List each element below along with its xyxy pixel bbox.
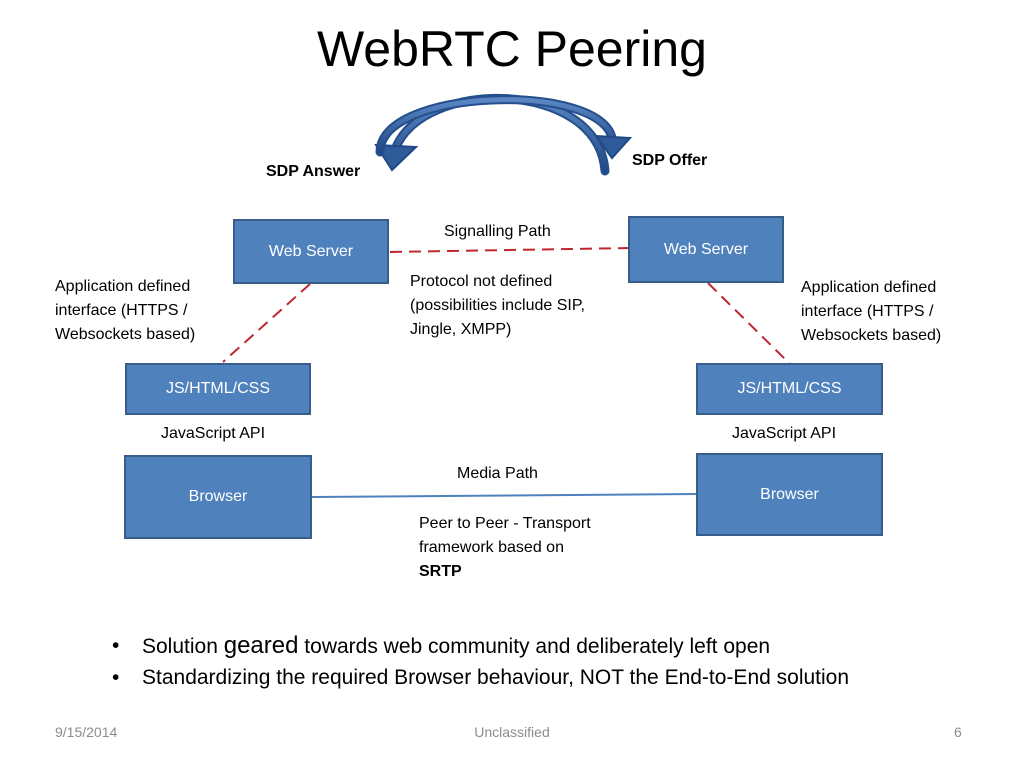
web-server-right-label: Web Server	[663, 240, 749, 258]
app-interface-right-line: interface (HTTPS /	[801, 303, 934, 320]
bullet-text: Standardizing the required Browser behav…	[142, 666, 850, 689]
jshtmlcss-right-label: JS/HTML/CSS	[737, 380, 842, 397]
slide-title: WebRTC Peering	[317, 21, 707, 77]
web-server-left-box: Web Server	[233, 219, 389, 284]
browser-right-box: Browser	[696, 453, 883, 536]
jshtmlcss-left-label: JS/HTML/CSS	[165, 380, 270, 397]
protocol-note-line: Jingle, XMPP)	[410, 321, 512, 338]
browser-left-box: Browser	[124, 455, 312, 539]
app-interface-left-line: Websockets based)	[55, 326, 196, 343]
jshtmlcss-right-box: JS/HTML/CSS	[696, 363, 883, 415]
bullet-item: Standardizing the required Browser behav…	[112, 662, 849, 693]
javascript-api-left-label: JavaScript API	[161, 425, 266, 442]
left-interface-line	[222, 283, 311, 363]
jshtmlcss-left-box: JS/HTML/CSS	[125, 363, 311, 415]
browser-right-label: Browser	[760, 485, 819, 503]
signalling-path-line	[389, 247, 632, 253]
signalling-path-label: Signalling Path	[444, 223, 551, 240]
protocol-note: Protocol not defined (possibilities incl…	[410, 270, 585, 342]
web-server-left-label: Web Server	[268, 242, 354, 260]
app-interface-right-note: Application defined interface (HTTPS / W…	[801, 276, 941, 348]
protocol-note-line: Protocol not defined	[410, 273, 553, 290]
bullet-emphasis: geared	[223, 632, 299, 659]
right-interface-line	[707, 282, 791, 365]
javascript-api-right-label: JavaScript API	[732, 425, 837, 442]
footer-page-number: 6	[954, 724, 962, 740]
app-interface-right-line: Websockets based)	[801, 327, 942, 344]
protocol-note-line: (possibilities include SIP,	[410, 297, 585, 314]
bullet-text: Solution	[142, 635, 224, 658]
p2p-note: Peer to Peer - Transport framework based…	[419, 512, 591, 584]
app-interface-left-note: Application defined interface (HTTPS / W…	[55, 275, 195, 347]
p2p-note-line: Peer to Peer - Transport	[419, 515, 591, 532]
p2p-note-line: framework based on	[419, 539, 564, 556]
media-path-line	[311, 493, 698, 498]
sdp-answer-label: SDP Answer	[266, 163, 361, 180]
footer-date: 9/15/2014	[55, 724, 118, 740]
browser-left-label: Browser	[188, 488, 248, 505]
media-path-label: Media Path	[457, 465, 538, 482]
app-interface-left-line: interface (HTTPS /	[55, 302, 188, 319]
sdp-answer-arrowhead	[374, 143, 419, 172]
app-interface-left-line: Application defined	[55, 278, 191, 295]
web-server-right-box: Web Server	[628, 216, 784, 283]
p2p-note-srtp: SRTP	[419, 563, 462, 580]
bullet-list: Solution geared towards web community an…	[112, 630, 849, 693]
bullet-text: towards web community and deliberately l…	[298, 635, 771, 658]
footer-classification: Unclassified	[474, 724, 550, 740]
bullet-item: Solution geared towards web community an…	[112, 630, 849, 662]
sdp-offer-arrowhead	[593, 134, 633, 160]
sdp-offer-label: SDP Offer	[632, 152, 708, 169]
app-interface-right-line: Application defined	[801, 279, 937, 296]
